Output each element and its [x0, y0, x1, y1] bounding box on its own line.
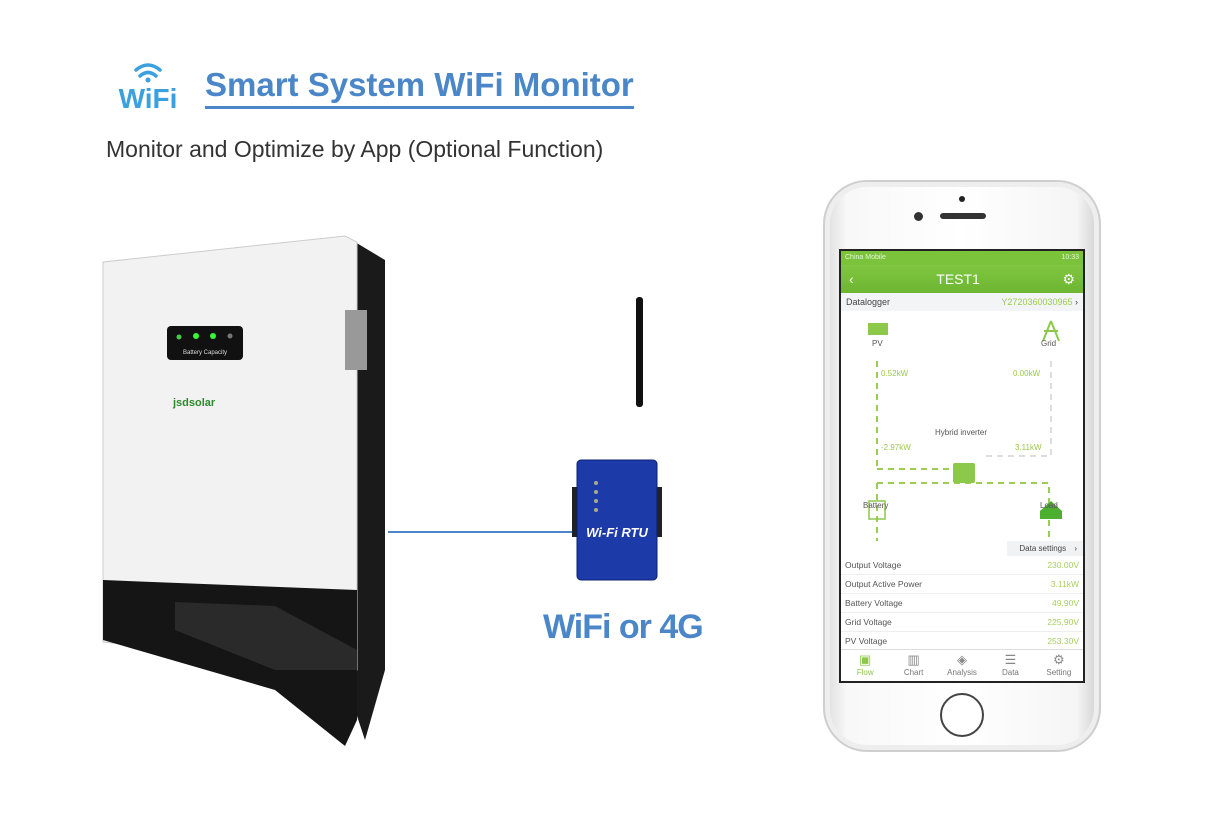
layers-icon: ◈	[957, 652, 968, 667]
gear-icon: ⚙	[1053, 652, 1065, 667]
bottom-tab-bar: ▣Flow ▥Chart ◈Analysis ☰Data ⚙Setting	[841, 649, 1083, 681]
tab-setting[interactable]: ⚙Setting	[1035, 650, 1083, 681]
back-icon[interactable]: ‹	[849, 271, 854, 287]
connection-cable	[388, 531, 576, 533]
load-label: Load	[1040, 501, 1058, 510]
carrier: China Mobile	[845, 254, 886, 261]
antenna	[636, 297, 643, 407]
grid-label: Grid	[1041, 339, 1057, 348]
grid-tower-icon	[1042, 320, 1060, 342]
page-title: Smart System WiFi Monitor	[205, 66, 634, 109]
wifi-logo-text: WiFi	[119, 83, 178, 112]
app-screen: China Mobile 10:33 ‹ TEST1 ⚙ Datalogger Y2…	[839, 249, 1085, 683]
app-title: TEST1	[936, 271, 980, 287]
brand-logo: jsdsolar	[172, 397, 216, 409]
chart-icon: ▥	[907, 652, 920, 667]
capacity-display	[167, 326, 243, 360]
app-bar: ‹ TEST1 ⚙	[841, 265, 1083, 293]
list-icon: ☰	[1004, 652, 1017, 667]
status-bar: China Mobile 10:33	[841, 251, 1083, 265]
tab-chart[interactable]: ▥Chart	[889, 650, 937, 681]
energy-flow-diagram: PV Grid 0.52kW 0.00kW Hybrid inverter -2…	[841, 311, 1083, 541]
battery-label: Battery	[863, 501, 889, 510]
front-camera	[914, 212, 923, 221]
proximity-sensor	[959, 196, 965, 202]
data-settings-row: Data settings ›	[841, 541, 1083, 556]
load-power: 3.11kW	[1015, 443, 1042, 452]
wifi-rtu-device: Wi-Fi RTU	[572, 297, 662, 581]
connection-label: WiFi or 4G	[543, 608, 704, 646]
earpiece	[940, 213, 986, 219]
inverter-icon	[953, 463, 975, 483]
pv-label: PV	[872, 339, 883, 348]
battery-power: -2.97kW	[881, 443, 911, 452]
solar-panel-icon	[868, 323, 888, 335]
rtu-label: Wi-Fi RTU	[586, 525, 648, 540]
battery-handle	[345, 310, 367, 370]
clock: 10:33	[1061, 254, 1079, 261]
settings-gear-icon[interactable]: ⚙	[1062, 270, 1075, 287]
datalogger-value: Y2720360030965	[1001, 297, 1073, 307]
wifi-logo: WiFi	[108, 58, 188, 114]
tab-analysis[interactable]: ◈Analysis	[938, 650, 986, 681]
battery-icon	[868, 500, 886, 520]
pv-power: 0.52kW	[881, 369, 909, 378]
tab-flow[interactable]: ▣Flow	[841, 650, 889, 681]
battery-unit: Battery Capacity jsdsolar	[102, 235, 385, 746]
inverter-label: Hybrid inverter	[935, 428, 988, 437]
data-settings-button[interactable]: Data settings ›	[1007, 541, 1083, 556]
grid-power: 0.00kW	[1013, 369, 1041, 378]
flow-icon: ▣	[859, 652, 872, 667]
page-subtitle: Monitor and Optimize by App (Optional Fu…	[106, 136, 604, 162]
capacity-label: Battery Capacity	[183, 350, 227, 356]
home-button[interactable]	[940, 693, 984, 737]
datalogger-label: Datalogger	[846, 297, 891, 307]
tab-data[interactable]: ☰Data	[986, 650, 1034, 681]
home-load-icon	[1040, 501, 1062, 519]
